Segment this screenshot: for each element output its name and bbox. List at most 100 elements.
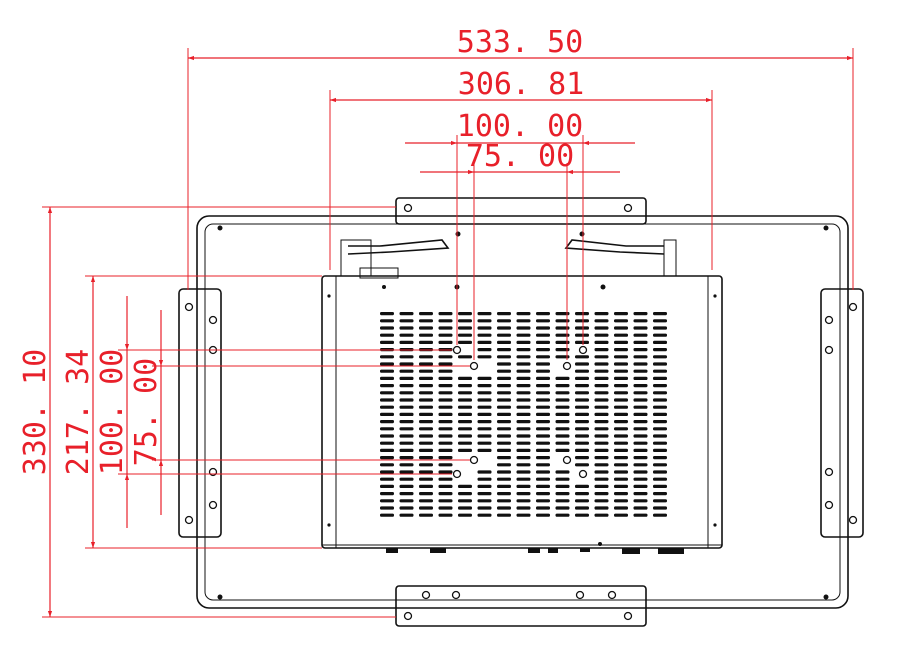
vent-slot (380, 477, 394, 481)
vent-slot (477, 340, 492, 344)
vent-slot (497, 506, 511, 510)
vent-slot (497, 463, 511, 467)
vent-slot (594, 484, 609, 488)
vent-slot (458, 391, 472, 395)
vent-slot (477, 477, 492, 481)
vent-slot (419, 391, 433, 395)
vent-slot (380, 384, 394, 388)
vent-slot (380, 456, 394, 460)
vent-slot (653, 412, 667, 416)
vent-slot (536, 499, 550, 503)
vent-slot (497, 333, 511, 337)
vent-slot (575, 448, 589, 452)
vent-slot (555, 492, 570, 496)
vent-slot (380, 398, 394, 402)
vent-slot (497, 412, 511, 416)
vent-slot (614, 319, 628, 323)
vent-slot (497, 319, 511, 323)
vent-slot (614, 477, 628, 481)
vent-slot (633, 348, 648, 352)
vent-slot (497, 434, 511, 438)
vent-slot (497, 492, 511, 496)
vent-slot (594, 326, 609, 330)
vent-slot (653, 362, 667, 366)
vent-slot (633, 420, 648, 424)
vent-slot (536, 319, 550, 323)
vent-slot (594, 348, 609, 352)
vent-slot (419, 463, 433, 467)
vent-slot (419, 420, 433, 424)
vent-slot (380, 405, 394, 409)
vent-slot (438, 391, 453, 395)
vent-slot (419, 427, 433, 431)
vent-slot (594, 427, 609, 431)
vent-slot (458, 441, 472, 445)
vent-slot (477, 348, 492, 352)
vent-slot (575, 456, 589, 460)
vent-slot (614, 362, 628, 366)
vent-slot (653, 391, 667, 395)
vent-slot (477, 441, 492, 445)
vent-slot (516, 441, 531, 445)
vent-slot (477, 312, 492, 316)
vent-slot (438, 492, 453, 496)
vent-slot (438, 412, 453, 416)
vent-slot (477, 326, 492, 330)
vent-slot (653, 470, 667, 474)
vent-slot (614, 456, 628, 460)
vent-slot (594, 355, 609, 359)
vent-slot (633, 391, 648, 395)
vent-slot (497, 441, 511, 445)
vent-slot (633, 492, 648, 496)
vent-slot (633, 398, 648, 402)
vent-slot (614, 348, 628, 352)
vent-slot (516, 319, 531, 323)
vent-slot (438, 499, 453, 503)
vent-slot (653, 427, 667, 431)
vent-slot (419, 384, 433, 388)
vent-slot (380, 362, 394, 366)
vent-slot (477, 499, 492, 503)
vent-slot (399, 420, 414, 424)
vent-slot (575, 434, 589, 438)
vent-slot (477, 484, 492, 488)
vent-slot (419, 456, 433, 460)
vent-slot (477, 506, 492, 510)
overall-height-label: 330. 10 (18, 349, 53, 475)
vent-slot (575, 326, 589, 330)
vent-slot (633, 412, 648, 416)
right-mounting-bracket (820, 288, 864, 538)
vent-slot (477, 492, 492, 496)
vent-slot (536, 463, 550, 467)
vent-slot (516, 355, 531, 359)
vent-slot (575, 340, 589, 344)
vent-slot (419, 441, 433, 445)
vent-slot (614, 463, 628, 467)
vent-slot (633, 506, 648, 510)
vent-slot (477, 376, 492, 380)
vent-slot (614, 470, 628, 474)
vent-slot (497, 513, 511, 517)
vent-slot (555, 326, 570, 330)
vesa-100-width-label: 100. 00 (457, 109, 583, 144)
vent-slot (536, 470, 550, 474)
vent-slot (633, 513, 648, 517)
vent-slot (380, 340, 394, 344)
vent-slot (594, 369, 609, 373)
vent-slot (555, 376, 570, 380)
vent-slot (458, 427, 472, 431)
top-mounting-bracket (395, 197, 647, 237)
vent-slot (477, 405, 492, 409)
horizontal-dimensions (188, 55, 853, 175)
vent-slot (653, 355, 667, 359)
vent-slot (458, 492, 472, 496)
vent-slot (477, 319, 492, 323)
vent-slot (594, 391, 609, 395)
vesa-100-height-label: 100. 00 (95, 349, 130, 475)
vent-slot (458, 434, 472, 438)
vent-slot (516, 434, 531, 438)
vent-slot (497, 470, 511, 474)
vent-slot (536, 484, 550, 488)
vent-slot (516, 470, 531, 474)
vent-slot (380, 376, 394, 380)
